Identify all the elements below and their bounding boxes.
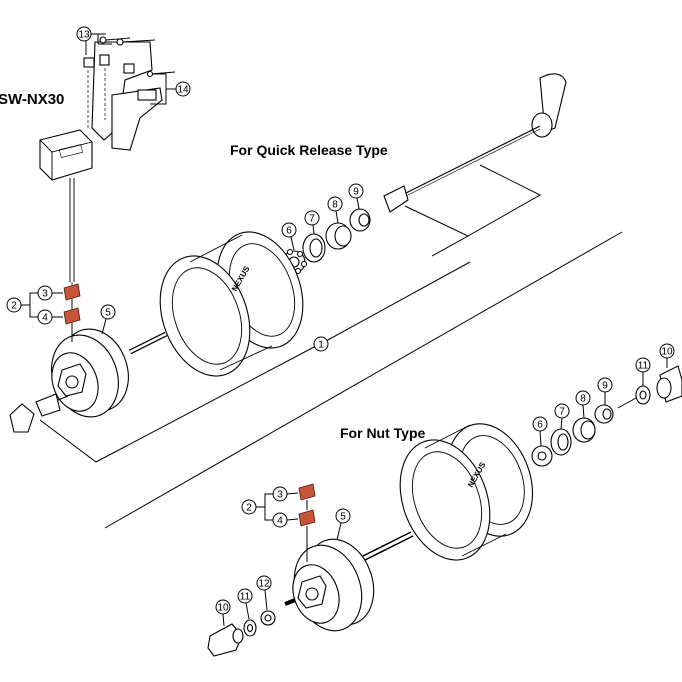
section-divider xyxy=(104,231,623,529)
callout-2-bottom: 2 xyxy=(241,493,273,521)
svg-text:2: 2 xyxy=(246,503,252,514)
svg-text:3: 3 xyxy=(42,289,48,300)
svg-text:10: 10 xyxy=(661,347,673,358)
svg-text:4: 4 xyxy=(42,313,48,324)
nut-red-parts xyxy=(298,483,316,562)
qr-red-parts xyxy=(63,283,81,342)
callout-11-left: 11 xyxy=(237,588,253,620)
nut-internal-unit xyxy=(292,538,375,632)
callout-14: 14 xyxy=(150,73,191,105)
svg-text:4: 4 xyxy=(277,516,283,527)
svg-text:11: 11 xyxy=(240,592,251,603)
callout-9: 9 xyxy=(348,183,364,210)
svg-text:7: 7 xyxy=(309,214,315,225)
callout-10-left: 10 xyxy=(215,599,231,627)
quick-release-title: For Quick Release Type xyxy=(230,142,388,158)
callout-1: 1 xyxy=(313,336,329,352)
svg-text:12: 12 xyxy=(258,579,270,590)
nut-small-parts-right xyxy=(531,365,682,467)
svg-text:9: 9 xyxy=(602,381,608,392)
svg-text:6: 6 xyxy=(537,420,543,431)
nut-small-parts-left xyxy=(207,610,276,657)
callout-7: 7 xyxy=(304,210,320,235)
svg-text:9: 9 xyxy=(353,187,359,198)
svg-text:14: 14 xyxy=(177,85,189,96)
callout-6: 6 xyxy=(281,222,297,251)
callout-4-top: 4 xyxy=(37,309,63,325)
shifter-assembly xyxy=(39,36,176,360)
svg-text:3: 3 xyxy=(277,490,283,501)
callout-13: 13 xyxy=(76,26,112,55)
svg-text:7: 7 xyxy=(559,407,565,418)
qr-small-parts xyxy=(280,208,371,275)
callout-5-bottom: 5 xyxy=(335,508,351,541)
callout-9-right: 9 xyxy=(597,377,613,405)
callout-7-right: 7 xyxy=(554,403,570,430)
callout-3-top: 3 xyxy=(37,285,63,301)
callout-3-bottom: 3 xyxy=(272,486,299,502)
svg-text:5: 5 xyxy=(105,308,111,319)
qr-internal-unit xyxy=(51,328,129,418)
svg-text:2: 2 xyxy=(11,301,17,312)
nut-type-title: For Nut Type xyxy=(340,425,426,441)
svg-text:10: 10 xyxy=(217,603,229,614)
qr-end-cap xyxy=(9,393,69,433)
svg-text:8: 8 xyxy=(332,200,338,211)
svg-text:11: 11 xyxy=(638,361,649,372)
callout-12: 12 xyxy=(256,575,272,611)
callout-2-top: 2 xyxy=(6,292,38,318)
callout-4-bottom: 4 xyxy=(272,512,299,528)
svg-text:13: 13 xyxy=(78,30,90,41)
callout-6-right: 6 xyxy=(532,416,548,447)
callout-8: 8 xyxy=(327,196,343,224)
callout-10-right: 10 xyxy=(659,343,675,368)
nut-hub-shell: NEXUS xyxy=(399,423,534,561)
quick-release-skewer xyxy=(383,73,567,213)
svg-text:5: 5 xyxy=(340,512,346,523)
svg-text:6: 6 xyxy=(286,226,292,237)
model-title: SW-NX30 xyxy=(0,91,64,108)
callout-11-right: 11 xyxy=(635,357,651,386)
callout-8-right: 8 xyxy=(575,390,591,419)
callout-5-top: 5 xyxy=(100,304,116,335)
svg-text:1: 1 xyxy=(318,340,324,351)
qr-hub-shell: NEXUS xyxy=(159,231,304,377)
svg-text:8: 8 xyxy=(580,394,586,405)
